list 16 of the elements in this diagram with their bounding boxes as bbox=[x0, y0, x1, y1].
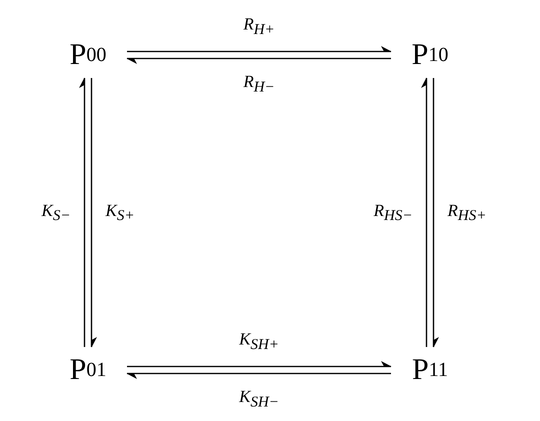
rate-label: K$_{SH−}$ bbox=[239, 388, 279, 410]
rate-label: R$_{HS−}$ bbox=[374, 201, 412, 224]
harpoon-arrow bbox=[127, 46, 392, 52]
rate-label: K$_{SH+}$ bbox=[239, 330, 279, 352]
harpoon-arrow bbox=[421, 78, 428, 347]
harpoon-arrow bbox=[432, 78, 439, 348]
harpoon-arrow bbox=[126, 58, 391, 64]
rate-label: R$_{H+}$ bbox=[243, 15, 275, 38]
rate-label: K$_{S−}$ bbox=[42, 201, 70, 224]
rate-label: K$_{S+}$ bbox=[106, 201, 134, 224]
harpoon-arrow bbox=[90, 78, 97, 348]
harpoon-arrow bbox=[127, 361, 392, 368]
harpoon-arrow bbox=[79, 78, 86, 347]
harpoon-arrow bbox=[126, 372, 391, 379]
rate-label: R$_{HS+}$ bbox=[448, 201, 486, 224]
rate-label: R$_{H−}$ bbox=[243, 72, 275, 95]
